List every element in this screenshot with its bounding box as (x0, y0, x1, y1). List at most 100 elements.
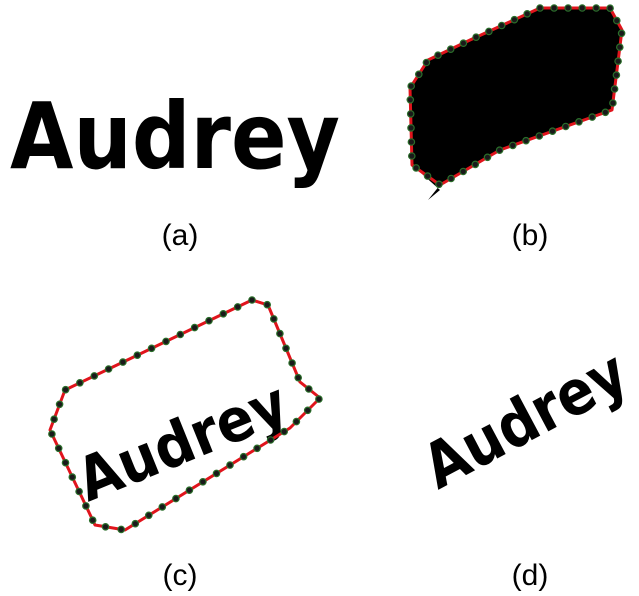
panel-c-control-point (104, 365, 113, 373)
panel-c-control-point (219, 309, 228, 318)
panel-b-control-point (495, 146, 504, 155)
panel-c-control-point (82, 502, 90, 510)
panel-c-control-point (48, 430, 56, 438)
panel-c-control-point (172, 494, 180, 503)
panel-b-control-point (508, 141, 517, 150)
panel-b-control-point (497, 21, 506, 30)
panel-b-control-points (406, 4, 626, 189)
panel-b-control-point (406, 96, 415, 104)
panel-b-control-point (609, 99, 617, 107)
panel-b-control-point (485, 27, 493, 36)
panel-c-control-point (226, 461, 234, 469)
panel-c-control-point (117, 525, 126, 534)
panel-b-control-point (614, 57, 622, 66)
panel-b-control-point (407, 124, 415, 132)
panel-c-control-point (303, 406, 312, 415)
panel-b-control-point (536, 4, 544, 12)
panel-b-control-point (588, 113, 597, 121)
panel-b-control-point (523, 10, 532, 18)
panel-c-control-point (119, 358, 127, 366)
panel-b: (b) (406, 4, 626, 252)
panel-c-control-point (212, 469, 221, 478)
panel-c-control-point (205, 316, 213, 325)
panel-c-control-point (266, 436, 275, 444)
panel-c-control-point (145, 511, 153, 520)
panel-c-control-point (239, 452, 248, 461)
panel-b-control-point (483, 153, 492, 162)
panel-b-control-point (422, 58, 431, 67)
panel-c-contour (48, 298, 322, 532)
panel-b-control-point (606, 4, 614, 13)
panel-c-control-point (292, 417, 301, 426)
panel-b-control-point (510, 15, 519, 24)
panel-c-control-point (233, 303, 242, 311)
panel-b-control-point (612, 16, 621, 25)
panel-c-control-point (131, 519, 140, 528)
panel-b-control-point (407, 138, 416, 146)
panel-b-control-point (407, 82, 416, 90)
panel-b-control-point (578, 4, 587, 12)
panel-b-control-point (522, 136, 530, 145)
panel-c-control-point (176, 330, 185, 339)
panel-c-control-point (76, 378, 84, 387)
panel-a: Audrey (a) (10, 83, 340, 252)
panel-b-control-point (423, 172, 432, 180)
panel-c-control-point (75, 487, 83, 496)
panel-d-caption: (d) (512, 559, 549, 592)
panel-b-control-point (471, 160, 480, 169)
panel-c-control-point (61, 385, 70, 394)
panel-b-control-point (564, 4, 572, 12)
panel-b-control-point (406, 110, 415, 118)
panel-b-control-point (575, 118, 583, 126)
panel-b-control-point (601, 108, 610, 117)
panel-b-control-point (615, 43, 624, 52)
panel-c-control-point (185, 486, 194, 495)
panel-b-control-point (459, 167, 468, 176)
panel-c-control-point (147, 344, 156, 353)
panel-b-control-point (459, 39, 468, 48)
panel-b-control-point (434, 51, 442, 60)
panel-b-filled-shape (410, 8, 622, 200)
panel-c-control-point (158, 503, 167, 511)
panel-c-control-point (263, 300, 272, 309)
panel-b-control-point (447, 174, 455, 183)
panel-b-control-point (548, 127, 557, 136)
panel-c-control-point (55, 400, 64, 409)
panel-c-control-point (315, 395, 323, 403)
panel-c-control-point (68, 473, 77, 481)
panel-c-control-point (276, 329, 284, 338)
panel-c-control-point (90, 372, 99, 380)
panel-b-control-point (535, 132, 544, 140)
panel-c-control-point (280, 427, 289, 436)
panel-c-control-point (288, 359, 296, 367)
panel-b-control-point (407, 152, 416, 160)
panel-c-control-point (304, 385, 313, 393)
panel-b-control-point (446, 45, 455, 54)
panel-b-control-point (612, 71, 621, 79)
panel-b-control-point (592, 4, 601, 12)
panel-b-control-point (412, 164, 420, 172)
panel-c-control-point (199, 477, 207, 486)
panel-c-control-point (294, 373, 303, 382)
panel-c-control-point (54, 444, 63, 453)
panel-b-control-point (610, 85, 619, 93)
panel-c-control-point (282, 344, 290, 353)
panel-b-control-point (435, 180, 443, 189)
panel-c-control-point (190, 323, 199, 332)
panel-c-control-point (253, 444, 261, 453)
panel-d-word: Audrey (411, 336, 639, 504)
panel-c-control-point (88, 516, 97, 525)
panel-c: Audrey (c) (48, 296, 323, 592)
panel-c-control-point (101, 522, 110, 531)
panel-b-caption: (b) (512, 219, 549, 252)
panel-c-control-point (133, 351, 142, 360)
panel-a-caption: (a) (162, 219, 199, 252)
panel-b-control-point (561, 122, 570, 131)
panel-c-control-point (269, 315, 278, 323)
panel-c-control-point (61, 458, 70, 467)
panel-c-control-point (50, 415, 58, 424)
panel-c-caption: (c) (163, 559, 198, 592)
panel-c-control-points (48, 296, 323, 534)
panel-a-word: Audrey (10, 83, 340, 190)
